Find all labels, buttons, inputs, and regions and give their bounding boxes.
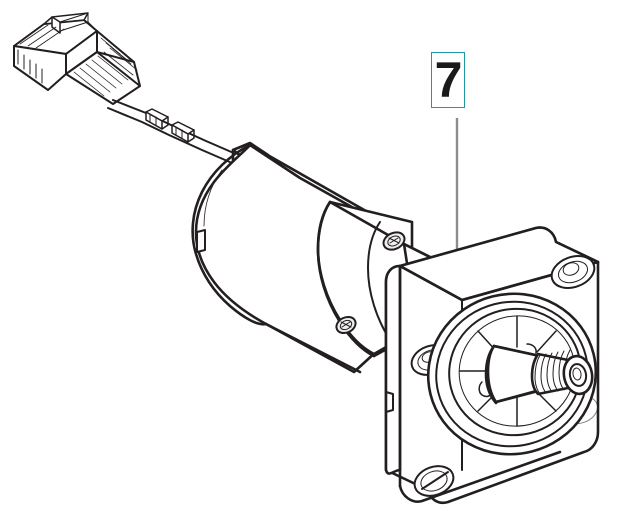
cable-ferrule-1 — [145, 108, 169, 130]
electrical-connector-plug — [13, 12, 141, 105]
cable-ferrule-2 — [171, 121, 195, 143]
end-cap-screw-lower — [335, 315, 357, 335]
callout-number-box[interactable]: 7 — [431, 52, 465, 108]
mounting-hole-bottom-left — [413, 465, 455, 497]
wiring-harness-cable — [107, 99, 237, 164]
end-cap-screw-upper — [382, 231, 406, 251]
worm-output-shaft — [484, 343, 594, 405]
mounting-hole-top-right — [550, 255, 596, 289]
callout-number-label: 7 — [434, 52, 463, 108]
motor-can-tab — [196, 229, 206, 253]
